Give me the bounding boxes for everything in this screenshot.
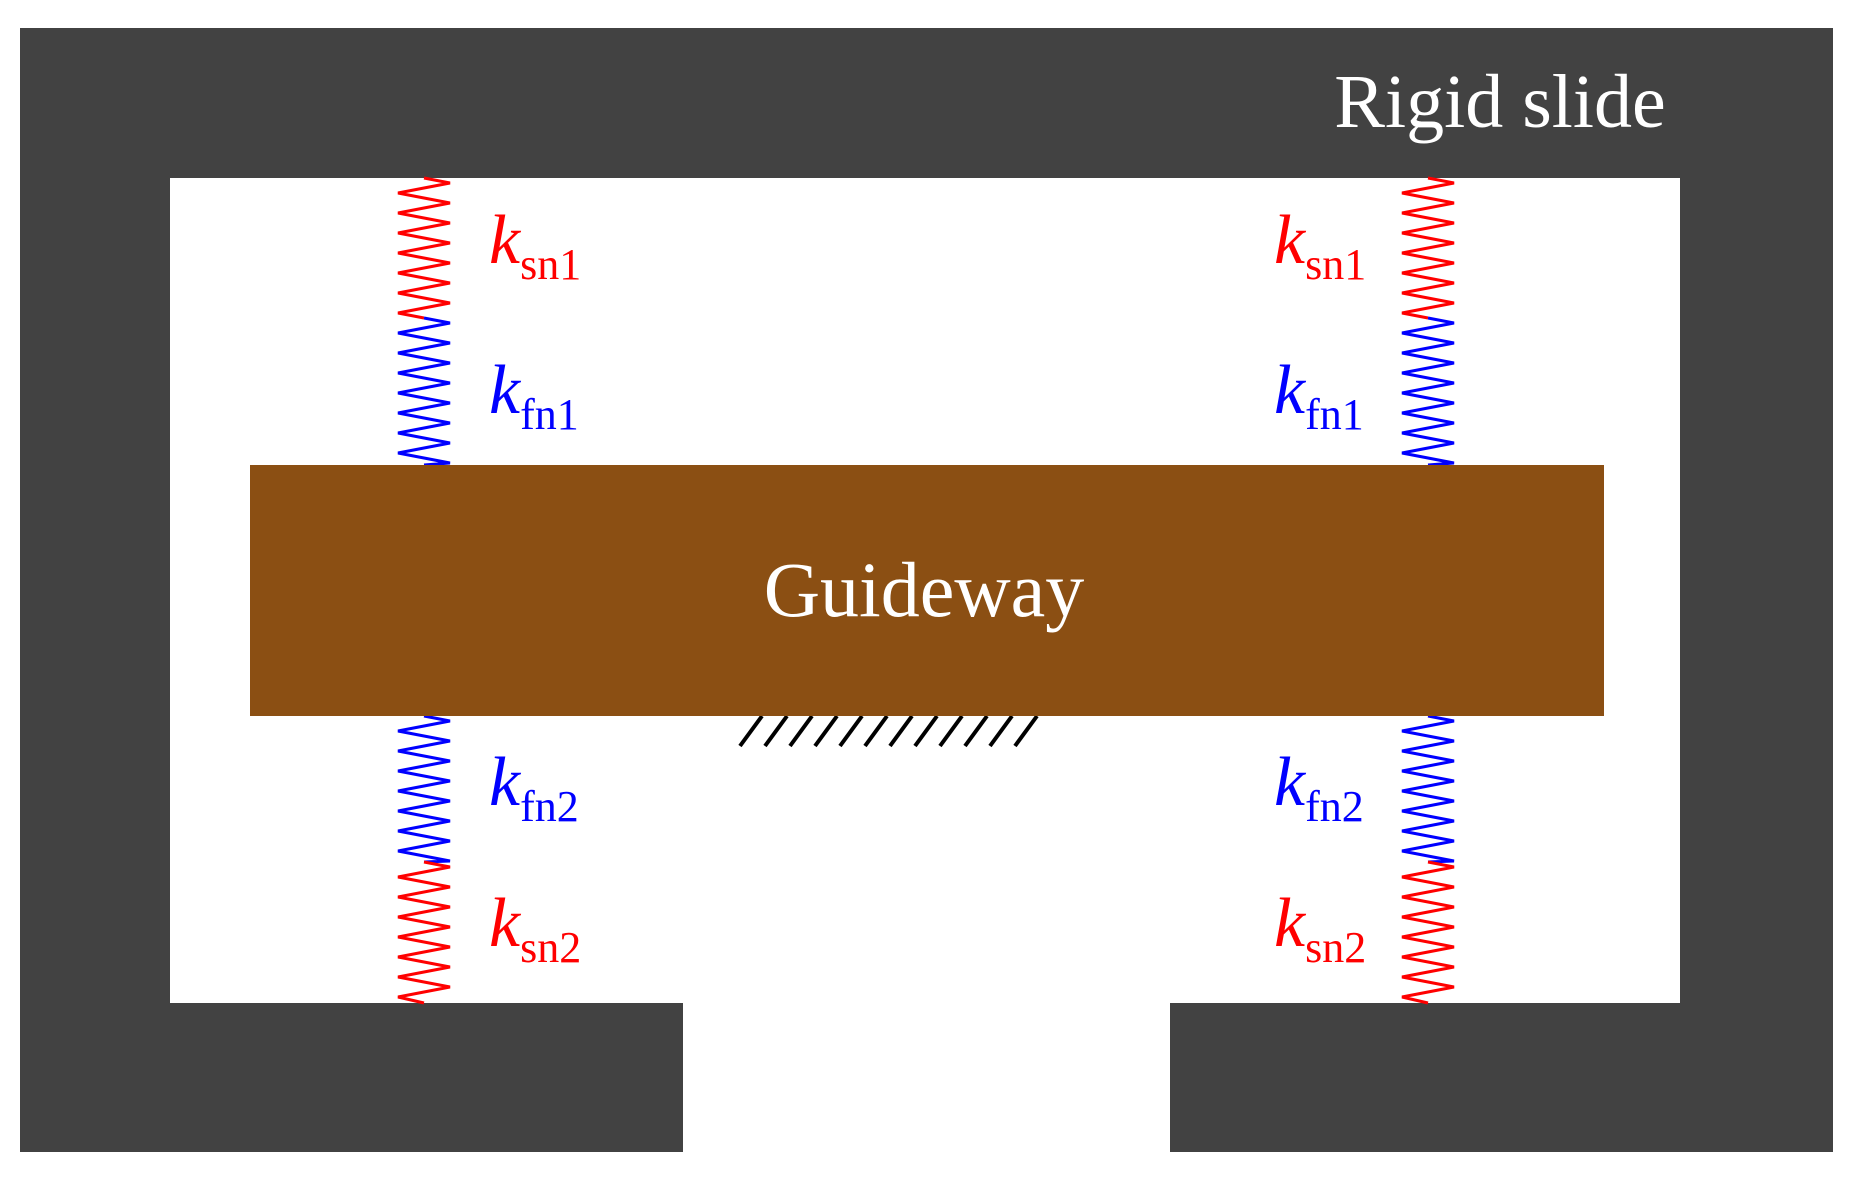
- hatch-line: [738, 714, 764, 748]
- spring-bottom-right-guideway: [1401, 714, 1455, 864]
- fixed-support-hatch: [738, 714, 1039, 748]
- hatch-line: [963, 714, 989, 748]
- spring-bottom-left-guideway: [397, 714, 451, 864]
- label-k-sn2-right: ksn2: [1274, 885, 1366, 972]
- hatch-line: [988, 714, 1014, 748]
- hatch-line: [863, 714, 889, 748]
- hatch-line: [763, 714, 789, 748]
- spring-top-right-guideway: [1401, 316, 1455, 467]
- label-k-fn2-left: kfn2: [489, 744, 579, 831]
- label-k-sn1-left: ksn1: [489, 202, 581, 289]
- rigid-slide-frame: [20, 28, 1833, 1152]
- spring-top-left-guideway: [397, 316, 451, 467]
- hatch-line: [938, 714, 964, 748]
- guideway-label: Guideway: [764, 546, 1085, 633]
- label-k-fn1-right: kfn1: [1274, 352, 1364, 439]
- spring-top-left-slide: [397, 176, 451, 320]
- hatch-line: [838, 714, 864, 748]
- spring-top-right-slide: [1401, 176, 1455, 320]
- hatch-line: [1013, 714, 1039, 748]
- label-k-sn2-left: ksn2: [489, 885, 581, 972]
- hatch-line: [813, 714, 839, 748]
- rigid-slide-label: Rigid slide: [1334, 60, 1665, 144]
- spring-bottom-left-slide: [397, 860, 451, 1005]
- guideway-block: [250, 465, 1604, 716]
- hatch-line: [788, 714, 814, 748]
- spring-bottom-right-slide: [1401, 860, 1455, 1005]
- hatch-line: [913, 714, 939, 748]
- hatch-line: [888, 714, 914, 748]
- label-k-sn1-right: ksn1: [1274, 202, 1366, 289]
- label-k-fn1-left: kfn1: [489, 352, 579, 439]
- label-k-fn2-right: kfn2: [1274, 744, 1364, 831]
